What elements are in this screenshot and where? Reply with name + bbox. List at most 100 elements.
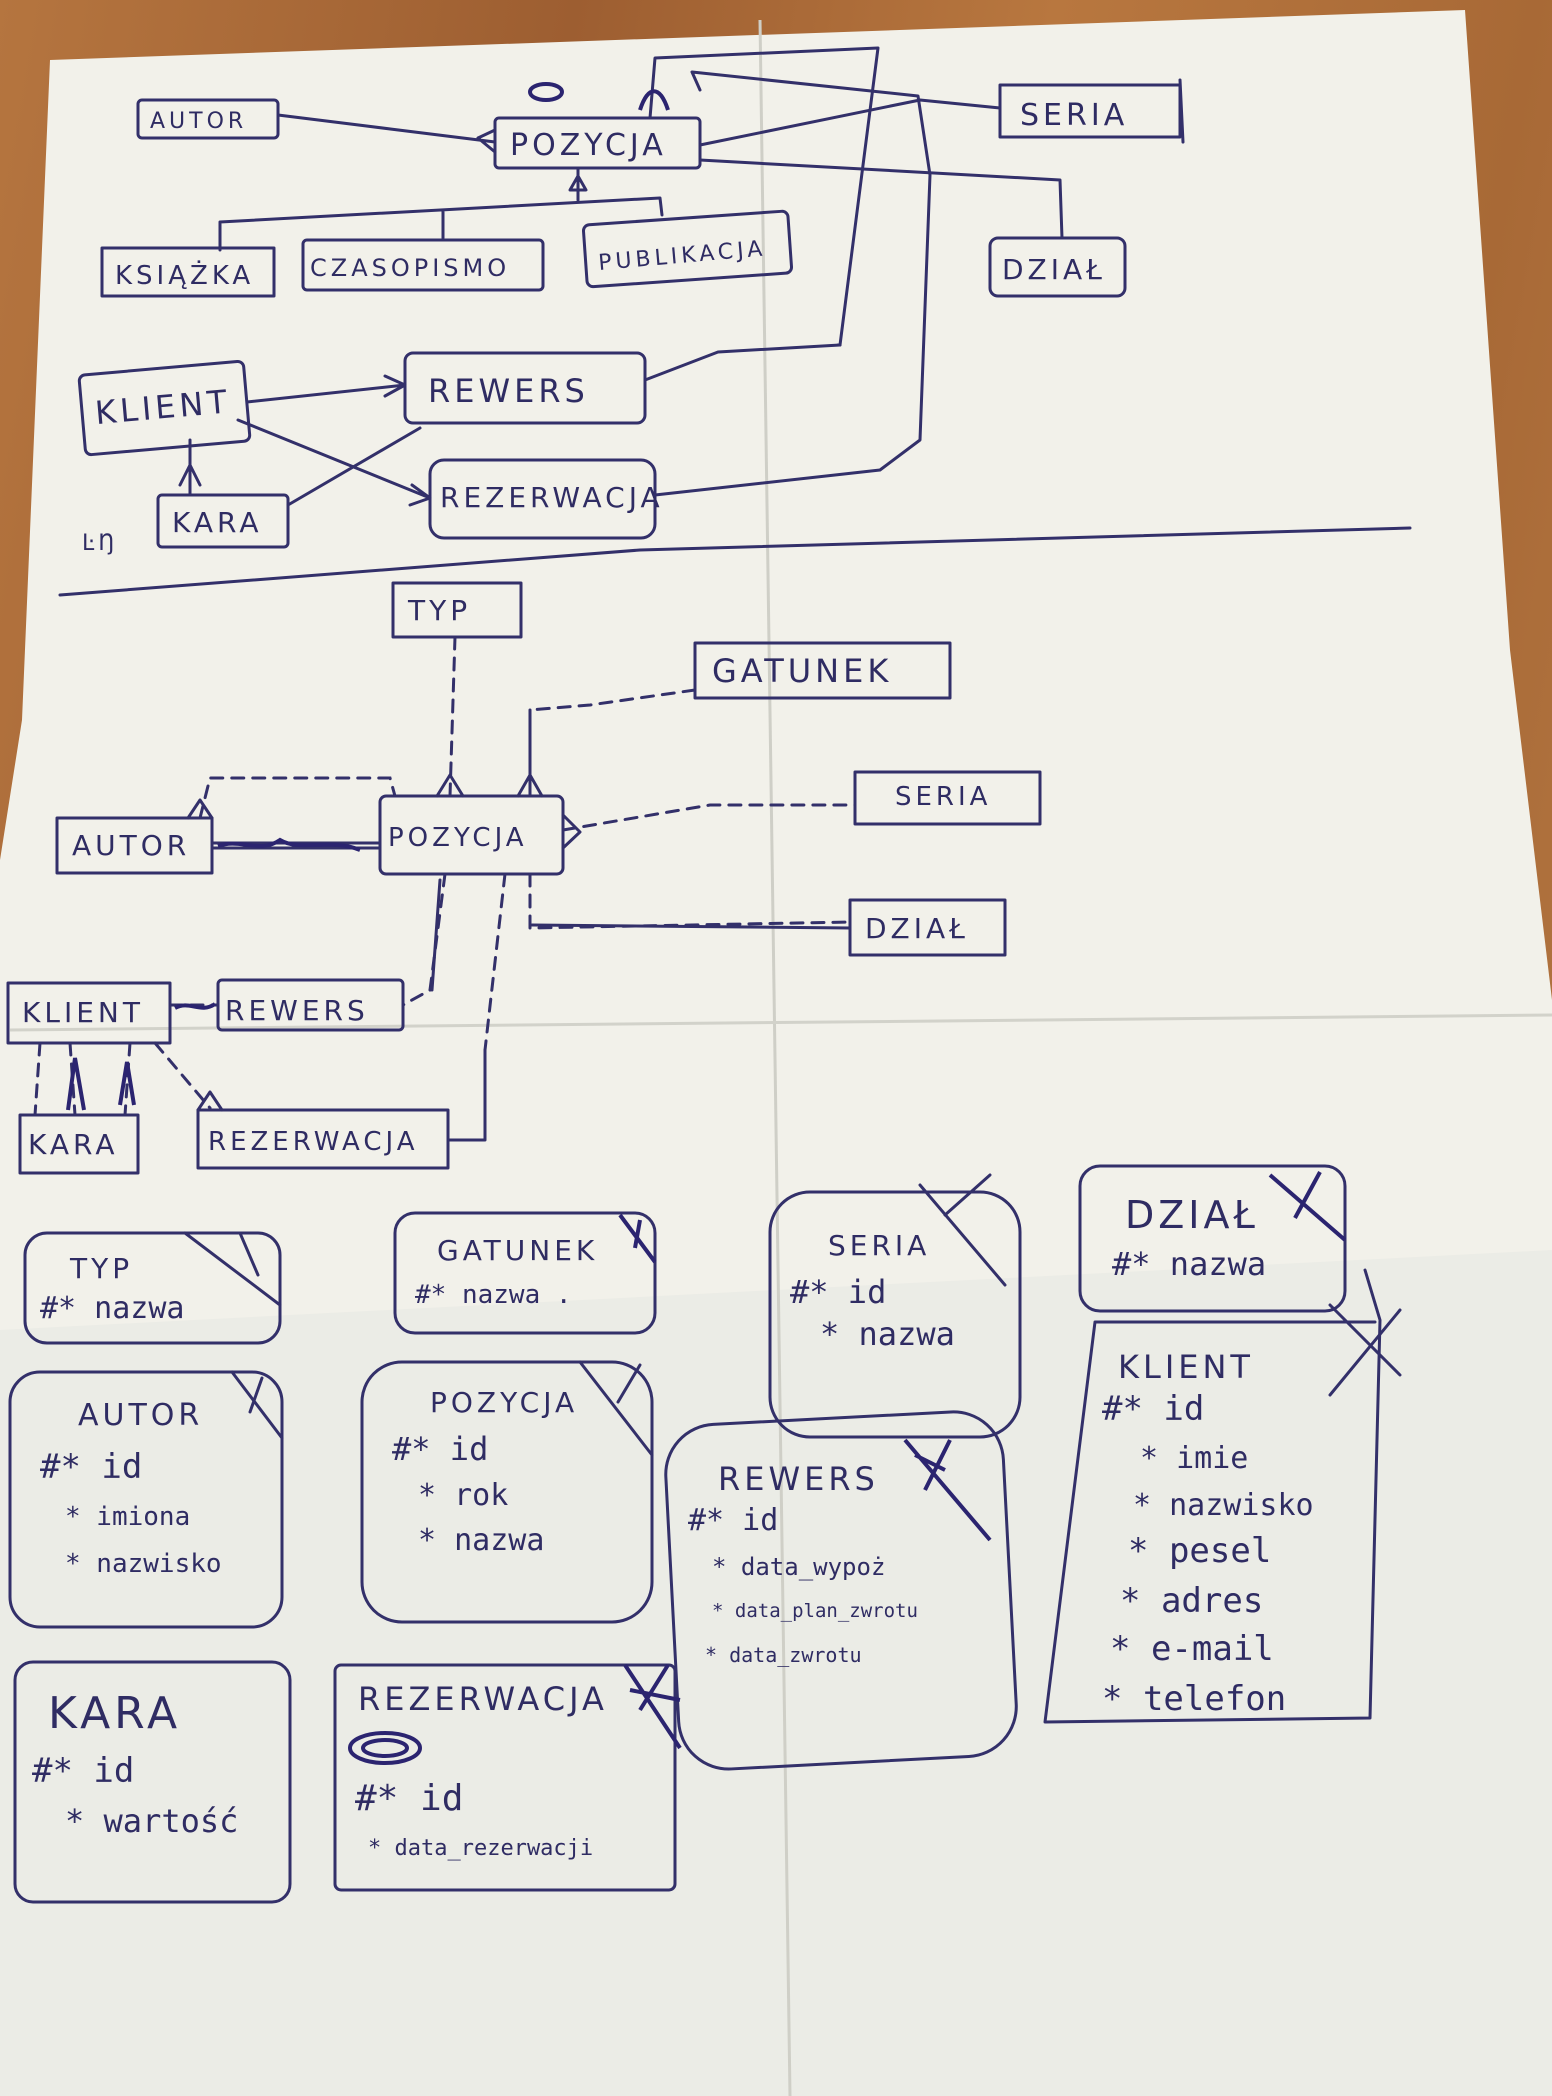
table-gatunek-name: GATUNEK (437, 1234, 598, 1267)
top-line-pozycja-rewers (643, 343, 842, 382)
mid-klient-label: KLIENT (22, 996, 144, 1029)
tables-section: TYP #* nazwa GATUNEK #* nazwa . SERIA #*… (8, 1164, 1402, 1904)
top-czasopismo-label: CZASOPISMO (310, 254, 510, 282)
table-rewers-attr-3: * data_zwrotu (705, 1643, 862, 1667)
top-autor-label: AUTOR (150, 109, 247, 134)
mid-kara-label: KARA (28, 1128, 119, 1161)
mid-kara-box (18, 1113, 140, 1175)
table-gatunek-attr-0: #* nazwa . (415, 1280, 572, 1310)
top-line-klient-rezerwacja (236, 418, 432, 507)
top-czasopismo-box (301, 238, 545, 292)
table-kara-attr-0: #* id (32, 1751, 134, 1791)
top-separator-line (58, 526, 1412, 597)
table-autor-attr-1: * imiona (65, 1502, 190, 1532)
table-rewers-box (664, 1410, 1018, 1771)
table-rewers-attr-2: * data_plan_zwrotu (712, 1600, 918, 1622)
table-klient-name: KLIENT (1118, 1348, 1254, 1386)
mid-gatunek-box (693, 641, 952, 700)
table-rezerwacja-attr-1: * data_rezerwacji (368, 1836, 593, 1861)
table-pozycja-attr-2: * nazwa (418, 1523, 544, 1558)
mid-seria-label: SERIA (895, 782, 991, 812)
table-kara-box (13, 1660, 292, 1904)
table-kara-attr-1: * wartość (65, 1802, 238, 1840)
table-typ-attr-0: #* nazwa (40, 1291, 185, 1326)
table-typ-name: TYP (69, 1252, 133, 1285)
table-klient-attr-5: * e-mail (1110, 1629, 1274, 1669)
table-pozycja-box (360, 1360, 654, 1624)
table-autor-box (8, 1370, 284, 1629)
table-typ-box (23, 1231, 282, 1345)
table-rezerwacja-attr-0: #* id (355, 1778, 463, 1819)
mid-dzial-label: DZIAŁ (865, 912, 969, 945)
table-pozycja-attr-0: #* id (392, 1430, 488, 1468)
mid-rewers-label: REWERS (225, 994, 369, 1027)
table-rewers-attr-1: * data_wypoż (712, 1553, 885, 1581)
mid-pozycja-box (378, 794, 565, 876)
table-seria-box (768, 1190, 1022, 1439)
top-seria-label: SERIA (1020, 98, 1128, 133)
mid-gatunek-label: GATUNEK (712, 652, 892, 690)
table-autor-attr-0: #* id (40, 1447, 142, 1487)
mid-pozycja-label: POZYCJA (388, 823, 528, 853)
top-scribble-mark (528, 82, 564, 102)
table-klient-attr-6: * telefon (1102, 1679, 1286, 1719)
middle-diagram: TYP GATUNEK AUTOR POZYCJA SERIA DZIAŁ KL… (6, 581, 1042, 1175)
mid-typ-box (391, 581, 523, 639)
table-klient-attr-4: * adres (1120, 1581, 1263, 1621)
table-autor-name: AUTOR (78, 1398, 203, 1433)
table-klient-attr-3: * pesel (1128, 1531, 1271, 1571)
table-seria-name: SERIA (828, 1229, 930, 1262)
top-ksiazka-label: KSIĄŻKA (115, 259, 254, 291)
top-pozycja-label: POZYCJA (510, 128, 667, 163)
table-autor-attr-2: * nazwisko (65, 1549, 222, 1579)
top-rewers-box (403, 351, 647, 425)
mid-line-pozycja-seria (561, 803, 857, 832)
mid-klient-box (6, 981, 172, 1045)
table-klient-attr-1: * imie (1140, 1441, 1248, 1476)
mid-line-klient-kara (33, 1041, 132, 1117)
table-rezerwacja-name: REZERWACJA (358, 1680, 608, 1718)
top-line-kara-rewers (286, 426, 422, 507)
table-seria-attr-0: #* id (790, 1273, 886, 1311)
mid-typ-label: TYP (407, 594, 471, 627)
mid-line-typ-pozycja (448, 635, 457, 798)
top-kara-label: KARA (172, 506, 263, 539)
mid-line-autor-pozycja-top (198, 776, 397, 820)
table-klient-attr-0: #* id (1102, 1389, 1204, 1429)
table-rewers-name: REWERS (718, 1460, 879, 1498)
top-publikacja-box (581, 209, 794, 289)
table-klient-attr-2: * nazwisko (1133, 1488, 1314, 1523)
mid-line-pozycja-rezerwacja (483, 872, 507, 1052)
top-kara-box (156, 493, 290, 549)
table-seria-attr-1: * nazwa (820, 1315, 955, 1353)
top-rezerwacja-label: REZERWACJA (440, 481, 664, 514)
table-gatunek-box (393, 1211, 657, 1335)
fold-line-vertical (758, 19, 792, 2096)
top-autor-box (136, 98, 280, 140)
fold-line-horizontal (9, 1013, 1552, 1032)
top-line-autor-pozycja (276, 113, 497, 154)
table-rezerwacja-box (333, 1663, 677, 1892)
top-line-pozycja-subtypes (218, 166, 664, 252)
mid-autor-label: AUTOR (72, 829, 190, 862)
table-klient-box (1043, 1268, 1382, 1724)
mid-line-klient-rezerwacja (153, 1041, 212, 1110)
table-kara-name: KARA (48, 1688, 181, 1739)
table-rezerwacja-scribble (348, 1731, 422, 1765)
top-ksiazka-box (100, 246, 276, 298)
top-dzial-label: DZIAŁ (1002, 253, 1106, 286)
mid-line-pozycja-dzial (528, 872, 852, 930)
mid-line-gatunek-pozycja (528, 688, 697, 712)
table-pozycja-attr-1: * rok (418, 1478, 508, 1513)
table-pozycja-name: POZYCJA (430, 1386, 578, 1419)
top-line-klient-kara (178, 438, 202, 497)
top-rewers-label: REWERS (428, 372, 589, 410)
table-rewers-attr-0: #* id (688, 1503, 778, 1538)
top-line-pozycja-dzial (698, 158, 1064, 240)
top-line-klient-rewers (245, 374, 407, 404)
table-dzial-attr-0: #* nazwa (1112, 1245, 1266, 1283)
top-dzial-box (988, 236, 1127, 298)
mid-seria-box (853, 770, 1042, 826)
mid-autor-box (55, 816, 214, 875)
